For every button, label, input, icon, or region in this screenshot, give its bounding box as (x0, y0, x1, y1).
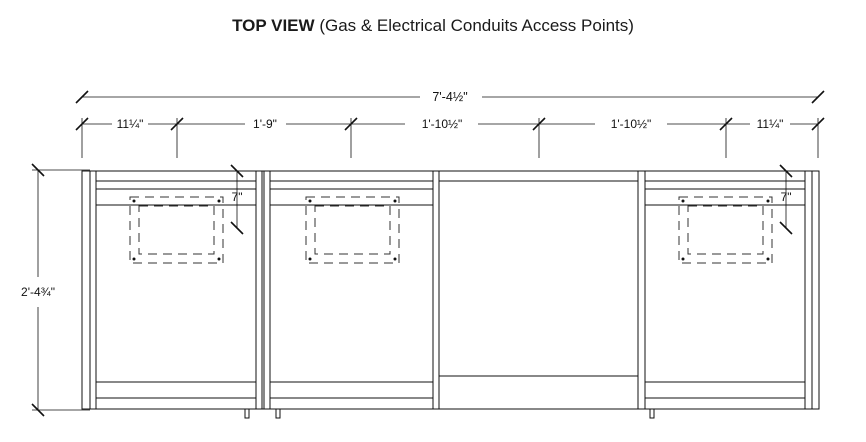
dim-tick (75, 90, 89, 104)
dim-tick (811, 90, 825, 104)
segment-label-1: 11¼" (117, 117, 144, 131)
dim-tick (170, 117, 184, 131)
leg (649, 408, 655, 419)
overall-width-label: 7'-4½" (432, 90, 467, 104)
access-cutout-middle (305, 196, 400, 264)
dim-tick (719, 117, 733, 131)
leg (244, 408, 250, 419)
dim-tick (779, 164, 793, 178)
segment-dimensions: 11¼" 1'-9" 1'-10½" 1'-10½" 11¼" (75, 117, 825, 158)
segment-label-3: 1'-10½" (422, 117, 463, 131)
middle-cabinet (263, 170, 440, 419)
left-cabinet: 7" (89, 164, 263, 419)
dim-tick (31, 163, 45, 177)
dim-tick (230, 221, 244, 235)
depth-dimension: 2'-4¾" (21, 163, 90, 417)
dim-tick (31, 403, 45, 417)
title-main: TOP VIEW (232, 16, 315, 35)
cabinet-run: 7" (81, 164, 820, 419)
dim-tick (344, 117, 358, 131)
segment-label-4: 1'-10½" (611, 117, 652, 131)
cutout-offset-left-label: 7" (232, 190, 243, 204)
dim-tick (532, 117, 546, 131)
diagram-title: TOP VIEW (Gas & Electrical Conduits Acce… (0, 16, 866, 36)
access-cutout-left (129, 196, 224, 264)
segment-label-5: 11¼" (757, 117, 784, 131)
overall-width-dimension: 7'-4½" (75, 90, 825, 104)
access-cutout-right (678, 196, 773, 264)
cutout-offset-right-label: 7" (781, 190, 792, 204)
cabinet-outline (81, 170, 820, 410)
depth-label: 2'-4¾" (21, 285, 55, 299)
title-sub: (Gas & Electrical Conduits Access Points… (319, 16, 634, 35)
dim-tick (230, 164, 244, 178)
leg (275, 408, 281, 419)
right-cabinet: 7" (637, 164, 813, 419)
segment-label-2: 1'-9" (253, 117, 277, 131)
open-bay (439, 180, 638, 377)
dim-tick (779, 221, 793, 235)
dim-tick (811, 117, 825, 131)
dim-tick (75, 117, 89, 131)
